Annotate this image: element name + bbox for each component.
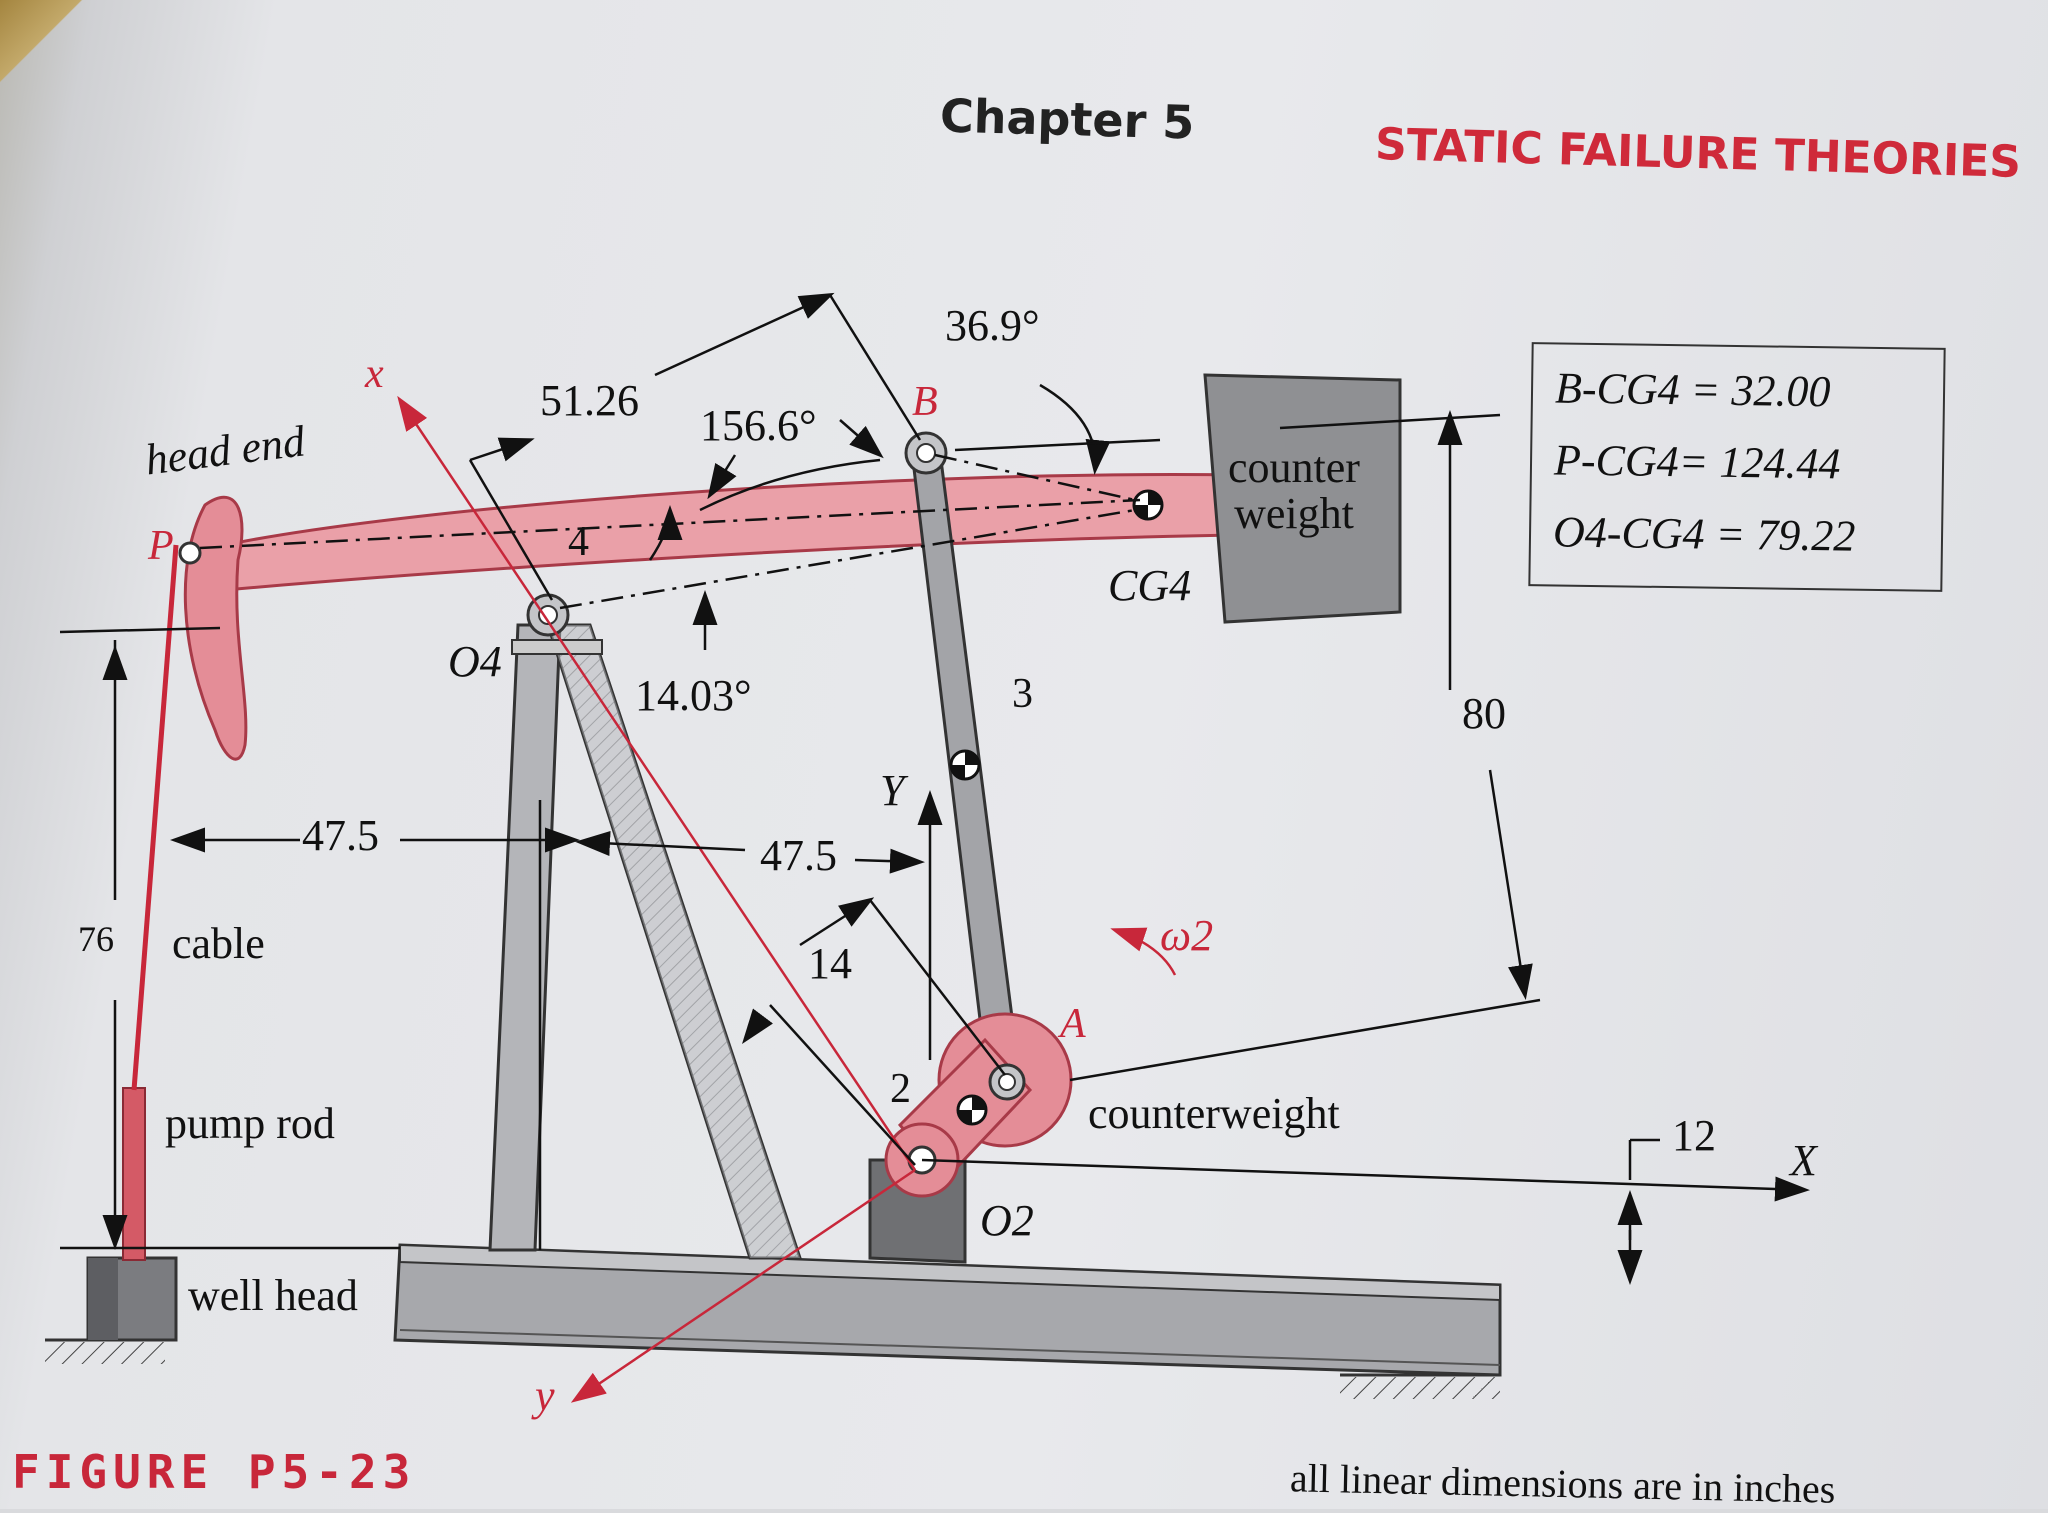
label-point-p: P — [148, 523, 174, 569]
label-counter-weight-top: counter — [1228, 443, 1360, 492]
samson-post — [488, 623, 803, 1260]
base-platform — [393, 1243, 1502, 1377]
label-axis-x-local: x — [365, 351, 384, 397]
label-well-head: well head — [188, 1271, 358, 1320]
dim-51-26: 51.26 — [540, 376, 639, 425]
cg4-symbol — [1132, 489, 1164, 521]
label-counter-weight-bottom: weight — [1234, 489, 1354, 538]
label-link-2: 2 — [890, 1066, 911, 1112]
info-row-p-cg4: P-CG4= 124.44 — [1553, 435, 1841, 489]
cg2-symbol — [956, 1094, 988, 1126]
local-axes — [397, 395, 917, 1403]
label-link-3: 3 — [1012, 671, 1033, 717]
cable — [131, 544, 179, 1091]
label-point-b: B — [912, 379, 938, 425]
label-omega: ω2 — [1160, 911, 1214, 960]
pump-rod — [122, 1087, 146, 1261]
label-point-o2: O2 — [980, 1196, 1034, 1245]
page-corner — [0, 0, 90, 90]
label-point-a: A — [1060, 1001, 1086, 1047]
info-row-o4-cg4: O4-CG4 = 79.22 — [1552, 507, 1856, 561]
info-row-b-cg4: B-CG4 = 32.00 — [1554, 363, 1831, 417]
cg3-symbol — [949, 749, 981, 781]
figure-label: FIGURE P5-23 — [12, 1445, 417, 1499]
dim-156-6: 156.6° — [700, 401, 817, 450]
dim-80: 80 — [1462, 689, 1506, 738]
dim-14-03: 14.03° — [635, 671, 752, 720]
ground-right — [1340, 1373, 1500, 1399]
ground-left — [45, 1338, 165, 1364]
dim-47-5-left: 47.5 — [302, 811, 379, 860]
label-counterweight-crank: counterweight — [1088, 1089, 1340, 1138]
info-box: B-CG4 = 32.00 P-CG4= 124.44 O4-CG4 = 79.… — [1528, 342, 1946, 592]
dimension-lines — [59, 292, 1660, 1285]
label-pump-rod: pump rod — [165, 1099, 335, 1148]
label-axis-X-global: X — [1790, 1136, 1817, 1185]
label-axis-Y-global: Y — [880, 766, 905, 815]
dim-12: 12 — [1672, 1111, 1716, 1160]
label-axis-y-local: y — [535, 1371, 555, 1420]
label-counter-weight-box: counter weight — [1228, 445, 1360, 537]
label-point-cg4: CG4 — [1108, 561, 1192, 610]
dim-76: 76 — [78, 919, 114, 959]
label-cable: cable — [172, 919, 265, 968]
pivot-b — [904, 431, 948, 475]
counter-weight-block — [1203, 373, 1402, 624]
label-link-4: 4 — [568, 519, 589, 565]
global-axes — [917, 790, 1810, 1202]
pivot-a — [988, 1063, 1026, 1101]
dim-47-5-right: 47.5 — [760, 831, 837, 880]
dim-14: 14 — [808, 939, 852, 988]
well-head — [86, 1256, 178, 1342]
dim-36-9: 36.9° — [945, 301, 1040, 350]
label-point-o4: O4 — [448, 637, 502, 686]
pivot-p — [178, 541, 202, 565]
